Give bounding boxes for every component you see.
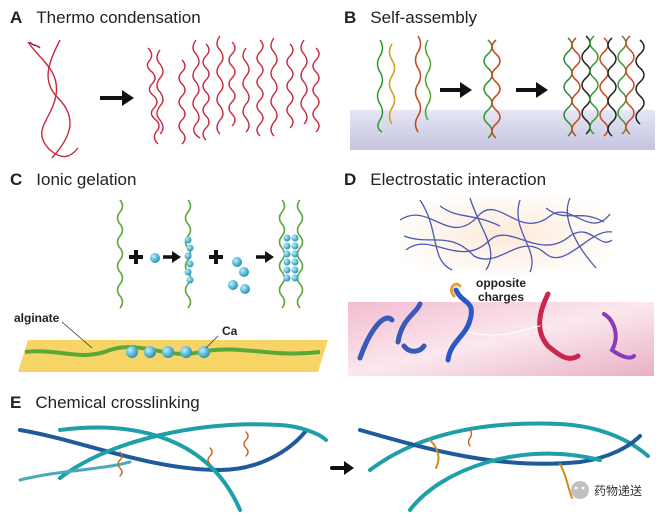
plus-2 [209,250,223,264]
arrow-c1 [163,251,181,263]
ca-label: Ca [222,324,238,338]
panel-c-title-text: Ionic gelation [36,170,137,189]
panel-e-title: E Chemical crosslinking [10,393,200,413]
single-ion [150,253,160,263]
arrow-e [330,461,354,475]
panel-a-title-text: Thermo condensation [36,8,201,27]
bound-ions-c3 [283,234,299,282]
alginate-label: alginate [14,311,60,325]
charges-text: charges [477,290,525,304]
ca-leader [205,335,219,349]
panel-b-letter: B [344,8,357,27]
panel-b-title: B Self-assembly [344,8,477,28]
panel-a-letter: A [10,8,23,27]
panel-c-letter: C [10,170,23,189]
egg-box-ions [126,346,210,358]
watermark-text: 药物递送 [594,484,643,498]
arrow-b1 [440,82,472,98]
panel-d-title: D Electrostatic interaction [344,170,546,190]
condensed-fibers [146,35,320,145]
panel-e-graphic [18,421,650,512]
panel-a-title: A Thermo condensation [10,8,201,28]
panel-d-graphic [348,196,654,376]
yellow-slab [18,340,328,372]
panel-c-title: C Ionic gelation [10,170,136,190]
panel-e-title-text: Chemical crosslinking [35,393,200,412]
ion-cluster [228,257,250,294]
wechat-icon [571,481,589,499]
bound-ions-c2 [184,236,194,284]
single-helix [483,39,501,139]
panel-d-title-text: Electrostatic interaction [370,170,547,189]
panel-e-letter: E [10,393,22,412]
arrow-c2 [256,251,274,263]
single-fiber-pair [27,39,79,159]
panel-a-graphic [27,35,320,159]
polymer-network [399,197,613,273]
floor-b [350,110,655,150]
crosslinked-chains [358,421,650,512]
pink-slab [348,302,654,376]
arrow-b2 [516,82,548,98]
chain-c1 [116,199,124,309]
panel-b-graphic [350,35,655,150]
arrow-a [100,90,134,106]
uncrosslinked-chains [18,422,328,512]
opposite-text: opposite [476,276,526,290]
plus-1 [129,250,143,264]
opposite-charges-label: opposite charges [476,276,526,304]
charged-chains [357,282,636,363]
panel-d-letter: D [344,170,357,189]
separate-strands [376,35,432,133]
alginate-leader [61,321,93,349]
helix-bundle [563,35,645,137]
panel-c-graphic [18,199,328,372]
panel-b-title-text: Self-assembly [370,8,478,27]
